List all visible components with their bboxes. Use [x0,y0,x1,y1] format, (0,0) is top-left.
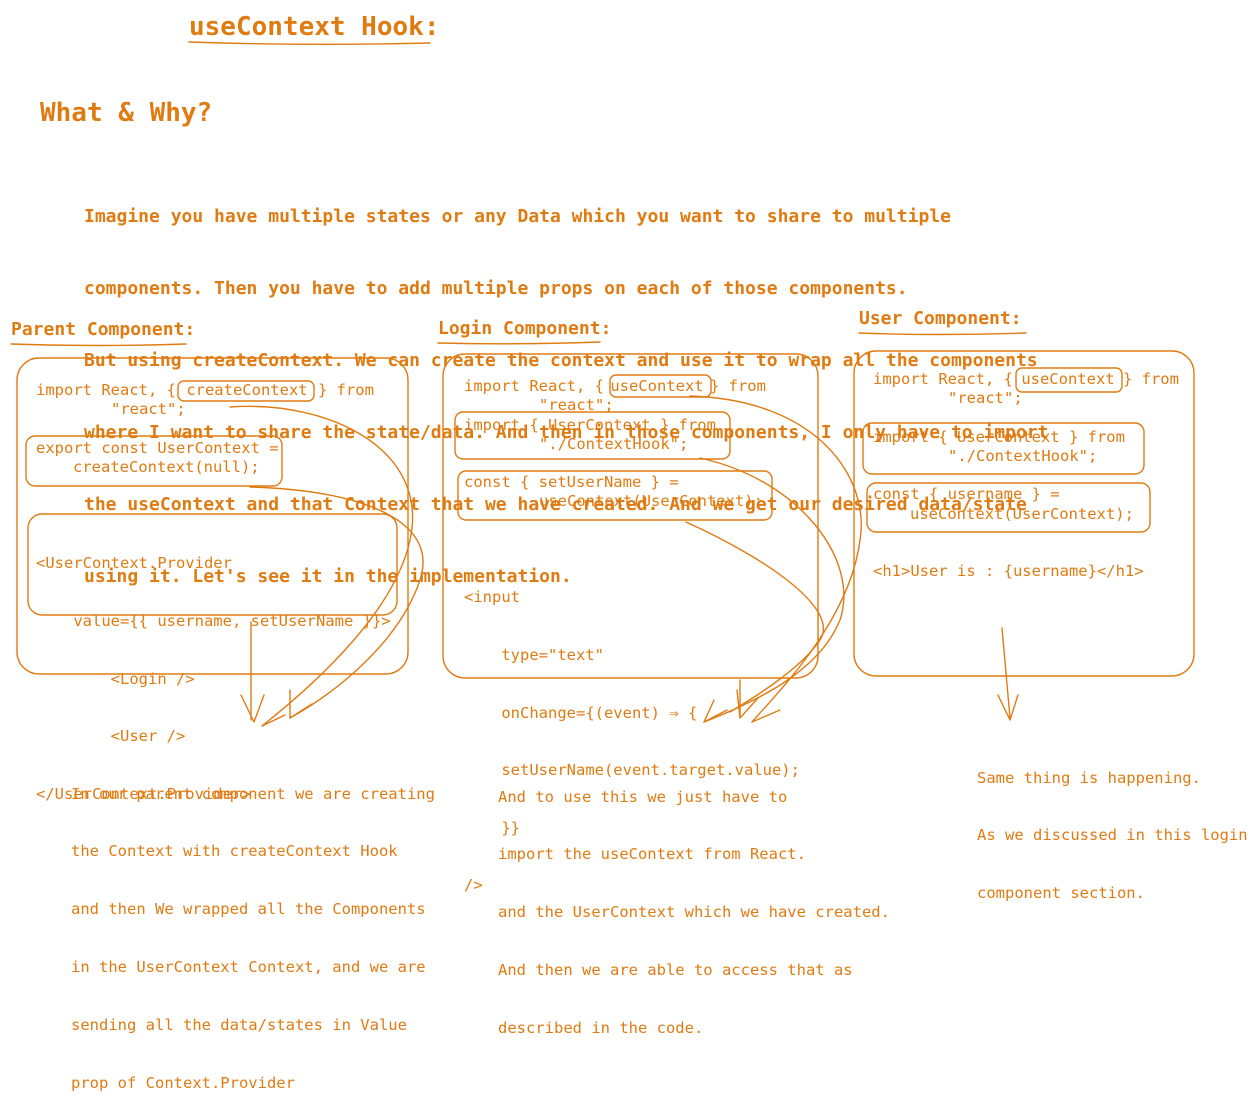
code-line: <input [464,588,520,607]
login-note: And to use this we just have to import t… [498,749,890,1058]
page-title: useContext Hook: [189,12,440,42]
intro-line: Imagine you have multiple states or any … [84,206,951,227]
parent-component-title: Parent Component: [11,319,196,340]
arrow-connector [1001,627,1011,719]
note-line: described in the code. [498,1019,704,1038]
note-line: and the UserContext which we have create… [498,903,890,922]
user-ctx-line1: import { UserContext } from [873,428,1125,446]
parent-note: In our parent component we are creating … [71,746,435,1113]
use-context-highlight: useContext [1021,370,1115,388]
note-line: component section. [977,884,1145,903]
code-line: <User /> [36,727,186,746]
note-line: As we discussed in this login [977,826,1248,845]
note-line: Same thing is happening. [977,768,1201,787]
code-line: <Login /> [36,669,195,688]
note-line: And then we are able to access that as [498,961,853,980]
code-line: type="text" [464,646,604,665]
login-import-source: "react"; [539,396,614,414]
user-import-source: "react"; [948,389,1023,407]
user-const-line1: const { username } = [873,485,1060,503]
user-const-line2: useContext(UserContext); [910,505,1134,523]
parent-import-source: "react"; [111,400,186,418]
note-line: in the UserContext Context, and we are [71,958,426,977]
code-line: value={{ username, setUserName }}> [36,612,391,631]
note-line: the Context with createContext Hook [71,842,398,861]
code-line: <UserContext.Provider [36,554,232,573]
parent-import-line: import React, {createContext} from [36,381,374,399]
login-import-line: import React, {useContext} from [464,377,766,395]
login-component-title: Login Component: [438,318,612,339]
note-line: And to use this we just have to [498,787,788,806]
note-line: import the useContext from React. [498,845,806,864]
code-line: onChange={(event) ⇒ { [464,703,698,722]
code-line: </UserContext.Provider> [36,784,251,803]
user-component-title: User Component: [859,308,1022,329]
login-ctx-line1: import { UserContext } from [464,416,716,434]
use-context-highlight: useContext [610,377,704,395]
login-const-line2: useContext(UserContext); [539,492,763,510]
login-ctx-line2: "./ContextHook"; [539,435,689,453]
create-context-highlight: createContext [186,381,308,399]
user-import-line: import React, {useContext} from [873,370,1179,388]
intro-line: components. Then you have to add multipl… [84,278,908,299]
note-line: prop of Context.Provider [71,1074,295,1093]
parent-export-line2: createContext(null); [73,458,260,476]
parent-export-line1: export const UserContext = [36,439,279,457]
code-line: }} [464,818,520,837]
login-const-line1: const { setUserName } = [464,473,679,491]
note-line: sending all the data/states in Value [71,1016,407,1035]
note-line: and then We wrapped all the Components [71,900,426,919]
user-ctx-line2: "./ContextHook"; [948,447,1098,465]
title-underline [188,41,431,45]
arrowhead-icon [997,694,1019,721]
user-note: Same thing is happening. As we discussed… [977,730,1248,923]
section-heading: What & Why? [40,98,213,128]
note-line: In our parent component we are creating [71,784,435,803]
code-line: setUserName(event.target.value); [464,761,800,780]
user-h1-line: <h1>User is : {username}</h1> [873,562,1144,580]
